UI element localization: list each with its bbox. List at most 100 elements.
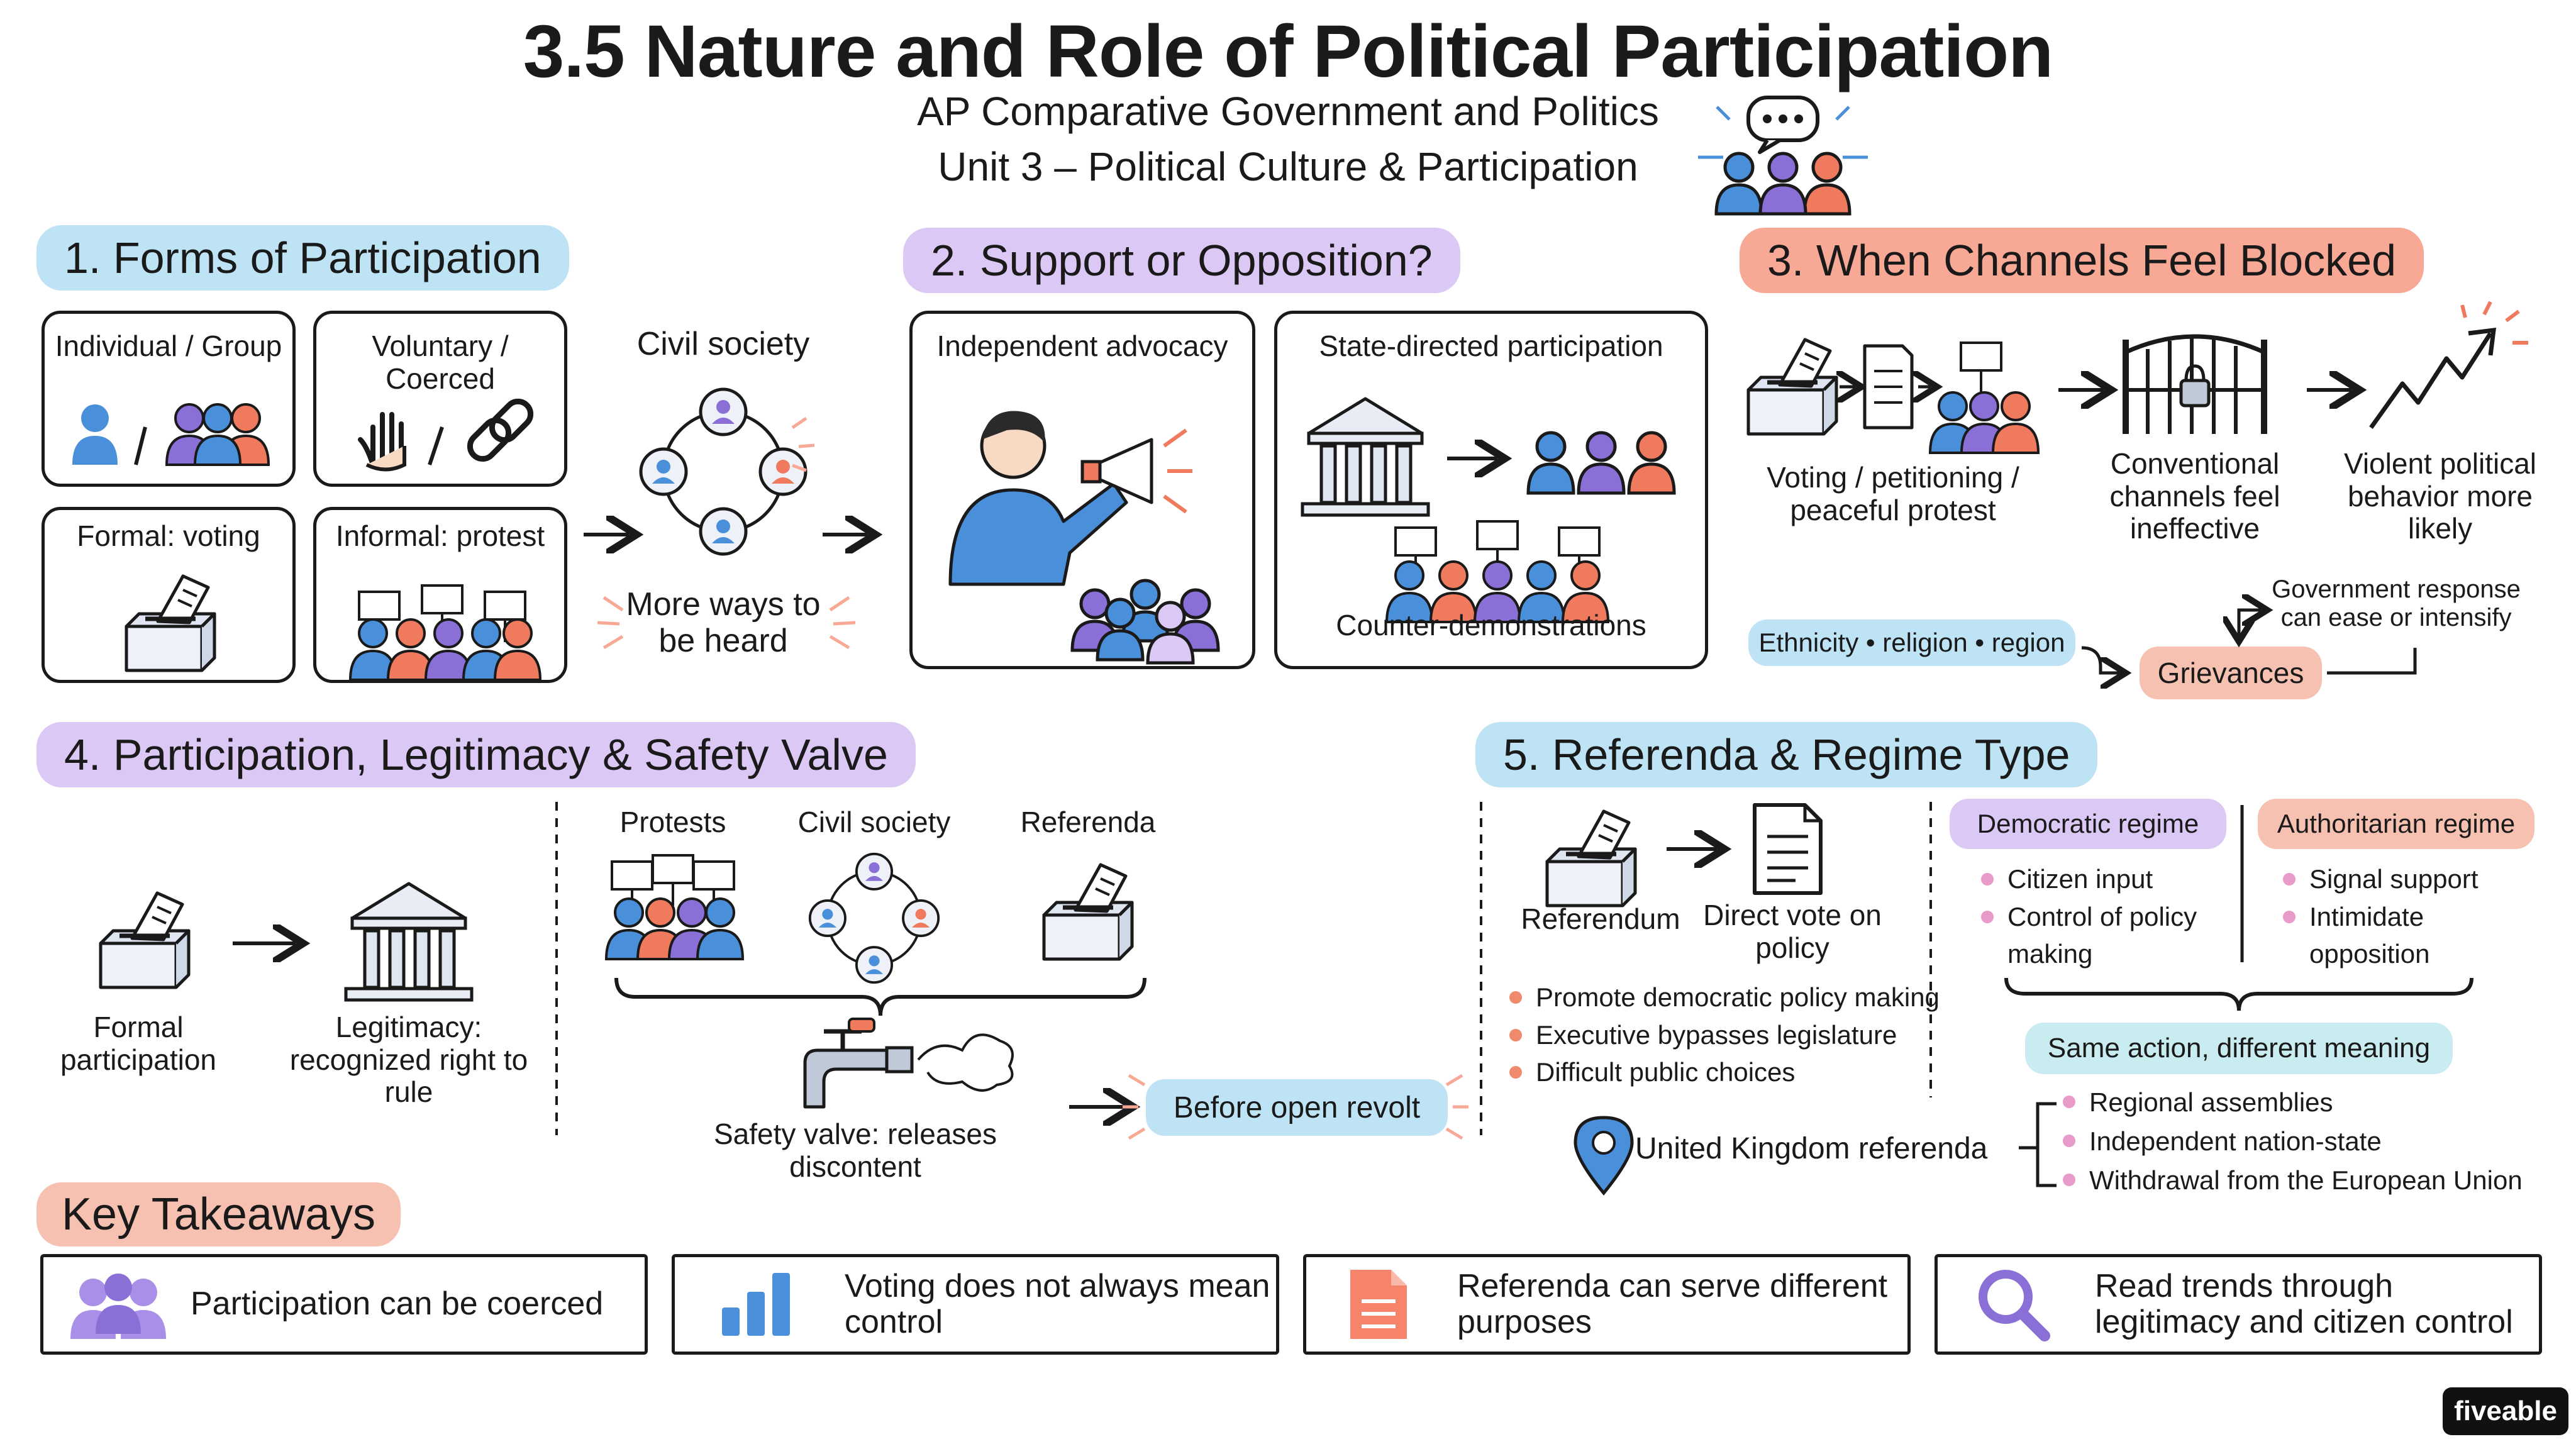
fiveable-logo: fiveable [2443,1387,2568,1435]
referenda-purpose-list: Promote democratic policy making Executi… [1503,979,1943,1091]
referenda-label: Referenda [1020,806,1156,838]
more-ways-sparkles [597,596,856,650]
protests-icon [605,854,744,960]
safety-civil-society-label: Civil society [797,806,951,838]
people-group-icon [70,1274,166,1339]
democratic-item: Control of policy making [1975,898,2239,973]
informal-protest-label: Informal: protest [335,519,545,552]
uk-referenda-item: Independent nation-state [2057,1122,2553,1161]
safety-valve-faucet-icon [803,1018,1014,1109]
direct-vote-label: Direct vote on policy [1703,899,1882,964]
safety-civil-society-network-icon [808,852,940,984]
regime-divider [2240,805,2244,962]
violent-behavior-label: Violent political behavior more likely [2343,447,2536,545]
location-pin-icon [1574,1116,1634,1196]
page-subtitle-course: AP Comparative Government and Politics [917,89,1659,134]
democratic-regime-list: Citizen input Control of policy making [1975,860,2239,973]
democratic-regime-tag: Democratic regime [1950,799,2226,849]
civil-society-network-icon [641,390,815,553]
formal-participation-label: Formal participation [60,1011,217,1076]
counter-demonstrations-label: Counter-demonstrations [1336,609,1646,641]
protests-label: Protests [619,806,726,838]
before-open-revolt-tag: Before open revolt [1146,1079,1448,1136]
bar-chart-icon [722,1273,790,1336]
section-4-heading: 4. Participation, Legitimacy & Safety Va… [36,722,916,787]
magnifying-glass-icon [1979,1270,2050,1341]
legitimacy-building-icon [327,862,491,1006]
ballot-box-icon [114,573,227,680]
safety-valve-bracket [614,977,1146,1016]
takeaway-card-coerced: Participation can be coerced [40,1254,648,1355]
state-directed-label: State-directed participation [1319,330,1663,362]
authoritarian-regime-list: Signal support Intimidate opposition [2277,860,2541,973]
takeaway-text: Referenda can serve different purposes [1457,1267,1888,1340]
takeaway-card-referenda: Referenda can serve different purposes [1303,1254,1911,1355]
counter-demonstration-crowd-icon [1385,520,1609,623]
formal-voting-label: Formal: voting [77,519,260,552]
section-4-5-divider [1480,802,1482,1135]
state-directed-card: State-directed participation Counter-dem… [1274,311,1708,669]
people-discussion-icon [1698,96,1868,214]
section-5-heading: 5. Referenda & Regime Type [1475,722,2098,787]
rising-conflict-icon [2369,301,2528,430]
informal-protest-card: Informal: protest [313,507,567,683]
authoritarian-regime-tag: Authoritarian regime [2258,799,2534,849]
locked-gate-icon [2123,334,2267,434]
formal-participation-ballot-icon [69,862,220,1006]
referenda-ballot-icon [1025,855,1151,969]
referenda-purpose-item: Difficult public choices [1503,1053,1943,1091]
takeaway-text: Participation can be coerced [191,1285,604,1323]
arrow-to-grievances [2081,646,2138,686]
voluntary-coerced-label: Voluntary / Coerced [372,330,509,395]
takeaway-text: Read trends through legitimacy and citiz… [2095,1267,2513,1340]
referenda-purpose-item: Promote democratic policy making [1503,979,1943,1016]
page-subtitle-unit: Unit 3 – Political Culture & Participati… [938,144,1638,189]
protest-crowd-icon [349,584,541,681]
takeaway-card-voting: Voting does not always mean control [672,1254,1279,1355]
individual-group-people-icon [72,403,270,466]
takeaway-text: Voting does not always mean control [845,1267,1270,1340]
section-1-heading: 1. Forms of Participation [36,225,569,291]
formal-voting-card: Formal: voting [42,507,296,683]
safety-valve-label: Safety valve: releases discontent [713,1118,997,1183]
individual-group-label: Individual / Group [55,330,282,362]
page-title: 3.5 Nature and Role of Political Partici… [523,10,2054,93]
ethnicity-religion-region-tag: Ethnicity • religion • region [1748,619,2075,666]
section-2-heading: 2. Support or Opposition? [903,228,1460,293]
uk-referenda-item: Withdrawal from the European Union [2057,1161,2553,1200]
grievance-feedback-loop [2201,585,2417,675]
arrow-to-blocked-gate [2058,371,2116,409]
legitimacy-label: Legitimacy: recognized right to rule [289,1011,528,1109]
uk-referenda-item: Regional assemblies [2057,1083,2553,1122]
referendum-label: Referendum [1521,902,1680,935]
megaphone-advocate-icon [948,411,1233,660]
policy-document-icon [1753,803,1823,895]
section-4-divider [555,802,558,1135]
uk-referenda-list: Regional assemblies Independent nation-s… [2057,1083,2553,1200]
arrow-to-violence [2307,371,2365,409]
government-response-label: Government response can ease or intensif… [2272,575,2521,631]
arrow-to-open-revolt [1069,1088,1145,1126]
arrow-to-civil-society [584,516,641,553]
more-ways-label: More ways to be heard [626,586,821,660]
state-to-people-icon [1296,389,1699,528]
individual-group-card: Individual / Group [42,311,296,487]
section-3-heading: 3. When Channels Feel Blocked [1740,228,2424,293]
arrow-to-legitimacy [233,924,314,962]
voluntary-coerced-card: Voluntary / Coerced [313,311,567,487]
arrow-to-direct-vote [1667,830,1729,868]
democratic-item: Citizen input [1975,860,2239,898]
key-takeaways-heading: Key Takeaways [36,1182,401,1246]
referenda-purpose-item: Executive bypasses legislature [1503,1016,1943,1054]
civil-society-label: Civil society [636,326,810,362]
uk-referenda-bracket [2019,1102,2057,1187]
takeaway-card-trends: Read trends through legitimacy and citiz… [1935,1254,2542,1355]
same-action-tag: Same action, different meaning [2025,1023,2453,1074]
conventional-channels-label: Conventional channels feel ineffective [2109,447,2280,545]
document-icon [1350,1270,1407,1339]
raised-hand-chain-icon [358,398,534,472]
independent-advocacy-label: Independent advocacy [936,330,1228,362]
referendum-ballot-icon [1528,799,1654,912]
voting-petitioning-icons [1736,327,2040,454]
independent-advocacy-card: Independent advocacy [909,311,1255,669]
